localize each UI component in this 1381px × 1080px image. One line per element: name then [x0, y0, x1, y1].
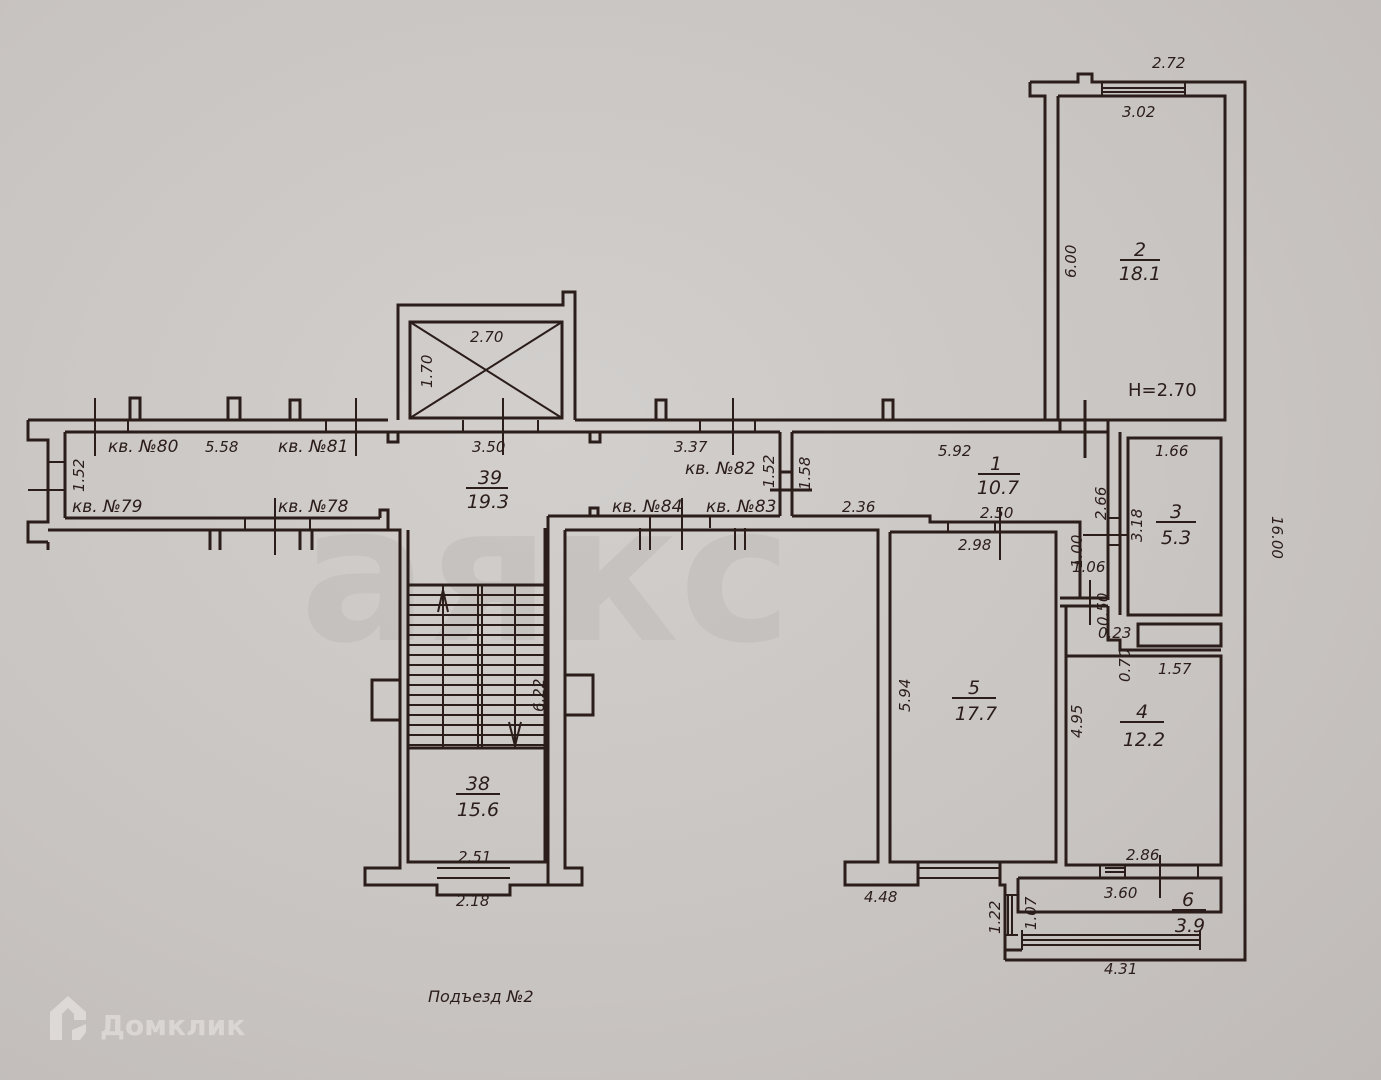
domclick-logo: Домклик [50, 996, 245, 1042]
dim-room4-height: 4.95 [1068, 705, 1086, 738]
dim-room5-bottom: 4.48 [864, 888, 897, 906]
room-number: 1 [990, 453, 1002, 475]
room-number: 2 [1134, 239, 1146, 261]
dim-corridor-width: 1.52 [70, 459, 88, 492]
dim-stair-bottom: 2.18 [456, 892, 489, 910]
dim-balcony-width: 3.60 [1104, 884, 1137, 902]
room-area: 18.1 [1119, 263, 1161, 285]
room-area: 10.7 [977, 477, 1019, 499]
room-number: 6 [1182, 889, 1194, 911]
apartment-walls [792, 430, 1223, 960]
dim-stair-top: 2.51 [458, 848, 491, 866]
house-logo-icon [50, 996, 86, 1040]
apartment-label-82: кв. №82 [685, 459, 755, 479]
apartment-label-78: кв. №78 [278, 497, 349, 517]
dim-room1-bottom: 2.36 [842, 498, 875, 516]
dim-room4-bottom: 2.86 [1126, 846, 1159, 864]
room-area: 15.6 [457, 799, 499, 821]
apartment-label-80: кв. №80 [108, 437, 178, 457]
dim-stair-length: 6.22 [530, 679, 548, 712]
room-label-4: 4 12.2 [1120, 701, 1165, 751]
dim-lift-depth: 1.70 [418, 355, 436, 388]
dim-hall-070: 0.70 [1116, 649, 1134, 682]
apartment-label-81: кв. №81 [278, 437, 348, 457]
dim-hall-050: 0.50 [1094, 593, 1112, 626]
domclick-brand: Домклик [100, 1009, 245, 1042]
dim-room5-top: 2.98 [958, 536, 991, 554]
room-label-2: 2 18.1 [1119, 239, 1161, 285]
dim-door-250: 2.50 [980, 504, 1013, 522]
dim-room5-height: 5.94 [896, 679, 914, 712]
dim-room2-height: 6.00 [1062, 245, 1080, 278]
dim-corridor-length: 5.58 [205, 438, 238, 456]
dim-room1-length: 5.92 [938, 442, 971, 460]
dim-room1-left: 1.58 [796, 457, 814, 490]
dim-balcony-ext: 4.31 [1104, 960, 1137, 978]
dim-room3-height: 3.18 [1128, 509, 1146, 542]
room-label-5: 5 17.7 [952, 677, 997, 725]
room-area: 3.9 [1175, 915, 1205, 937]
stairwell-38 [363, 518, 595, 897]
dim-hall-106: 1.06 [1072, 558, 1105, 576]
dim-hall-82-width: 1.52 [760, 455, 778, 488]
ceiling-height: H=2.70 [1128, 380, 1197, 401]
room-number: 5 [968, 677, 980, 699]
room-area: 19.3 [467, 491, 509, 513]
room-2-walls [1005, 72, 1247, 962]
room-label-3: 3 5.3 [1156, 501, 1196, 549]
dim-hall-266: 2.66 [1092, 487, 1110, 520]
dim-hall-100: 1.00 [1068, 535, 1086, 568]
room-label-6: 6 3.9 [1172, 889, 1206, 937]
room-label-39: 39 19.3 [466, 467, 509, 513]
room-number: 3 [1170, 501, 1182, 523]
apartment-label-83: кв. №83 [706, 497, 776, 517]
dim-hall-width: 3.50 [472, 438, 505, 456]
dim-lift-width: 2.70 [470, 328, 503, 346]
dim-hall-023: 0.23 [1098, 624, 1131, 642]
dim-balcony-side: 1.07 [1022, 896, 1040, 930]
hall-39-walls [386, 398, 1060, 870]
entrance-label: Подъезд №2 [428, 987, 534, 1006]
up-arrow-icon [437, 589, 449, 613]
dim-room2-top: 3.02 [1122, 103, 1155, 121]
room-number: 4 [1136, 701, 1148, 723]
dim-room3-width: 1.66 [1155, 442, 1188, 460]
dim-total-length: 16.00 [1268, 516, 1286, 559]
dim-balcony-side-ext: 1.22 [986, 901, 1004, 934]
apartment-label-79: кв. №79 [72, 497, 142, 517]
room-area: 17.7 [955, 703, 997, 725]
dim-room2-top-ext: 2.72 [1152, 54, 1185, 72]
room-number: 38 [466, 773, 490, 795]
dim-room4-top: 1.57 [1158, 660, 1192, 678]
lift-shaft [396, 290, 577, 455]
room-number: 39 [478, 467, 502, 489]
down-arrow-icon [508, 721, 522, 747]
dim-hall-right: 3.37 [674, 438, 708, 456]
stair-treads [408, 594, 548, 746]
apartment-label-84: кв. №84 [612, 497, 682, 517]
left-corridor-walls [26, 396, 400, 555]
room-area: 12.2 [1123, 729, 1165, 751]
room-label-1: 1 10.7 [977, 453, 1020, 499]
room-area: 5.3 [1161, 527, 1191, 549]
room-label-38: 38 15.6 [456, 773, 500, 821]
